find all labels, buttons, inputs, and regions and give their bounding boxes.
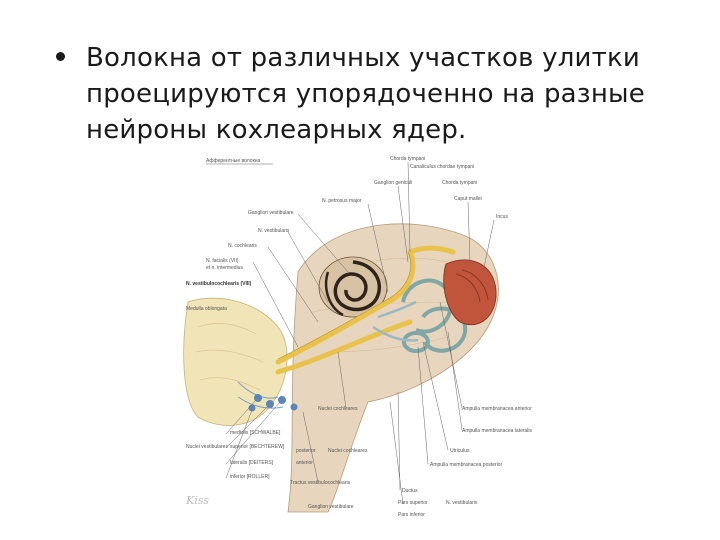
label-lateralis: lateralis [DEITERS] [230,460,274,466]
artist-signature: Kiss [185,494,209,507]
label-n-vest-r: N. vestibularis [446,500,478,506]
label-afferent: Афферентные волокна [206,158,261,164]
label-n-intermed: et n. intermedius [206,265,243,271]
label-petrosus: N. petrosus major [322,198,362,204]
label-n-fac: N. facialis (VII) [206,258,239,264]
anatomy-svg: Афферентные волокна Ganglion vestibulare… [183,156,533,518]
label-ampulla-post: Ampulla membranacea posterior [430,462,503,468]
label-n-coch: N. cochlearis [228,243,257,249]
label-nuclei-coch2: Nuclei cochleares [328,448,368,454]
label-ganglion-vest: Ganglion vestibulare [248,210,294,216]
label-chorda-t: Chorda tympani [442,180,477,186]
label-caput-mallei: Caput mallei [454,196,482,202]
bullet-line-3: нейроны кохлеарных ядер. [86,115,467,145]
label-utriculus: Utriculus [450,448,470,454]
bullet-line-2: проецируются упорядоченно на разные [86,79,645,109]
bullet-text: Волокна от различных участков улитки про… [86,40,676,148]
label-canaliculus: Canaliculus chordae tympani [410,164,474,170]
bullet-item: Волокна от различных участков улитки про… [56,40,676,148]
label-ganglion-vest-b: Ganglion vestibulare [308,504,354,510]
label-ampulla-ant: Ampulla membranacea anterior [462,406,532,412]
label-ampulla-lat: Ampulla membranacea lateralis [462,428,533,434]
label-pars-inf: Pars inferior [398,512,425,518]
labels-mid: Nuclei cochleares posterior anterior Nuc… [290,406,368,486]
nerve-bundle [275,245,456,375]
label-n-vc: N. vestibulocochlearis (VIII) [186,281,252,287]
label-posterior: posterior [296,448,316,454]
label-tract: Tractus vestibulocochlearis [290,480,351,486]
label-ganglion-gen: Ganglion geniculi [374,180,412,186]
label-nuclei-coch: Nuclei cochleares [318,406,358,412]
label-pars-sup: Pars superior [398,500,428,506]
label-medulla: Medulla oblongata [186,306,227,312]
label-n-vest: N. vestibularis [258,228,290,234]
label-anterior: anterior [296,460,313,466]
labels-right: Chorda tympani Canaliculus chordae tympa… [308,156,533,518]
label-chorda: Chorda tympani [390,156,425,162]
label-superior: superior [BECHTEREW] [230,444,285,450]
label-incus: Incus [496,214,508,220]
nerve-outline [277,251,412,360]
label-ductus: Ductus [402,488,418,494]
label-inferior: inferior [ROLLER] [230,474,270,480]
bullet-line-1: Волокна от различных участков улитки [86,43,640,73]
leader-lines [225,161,495,505]
cochlear-anatomy-illustration: Афферентные волокна Ganglion vestibulare… [178,152,538,530]
brainstem-folds [195,323,264,391]
label-medialis: medialis [SCHWALBE] [230,430,281,436]
middle-ear [443,259,497,326]
labels-left: Афферентные волокна Ganglion vestibulare… [186,158,294,480]
vestibular-branches [372,300,419,342]
bullet-dot [56,52,65,61]
cochlea [318,256,388,318]
label-nuclei-vest: Nuclei vestibulares [186,444,228,450]
